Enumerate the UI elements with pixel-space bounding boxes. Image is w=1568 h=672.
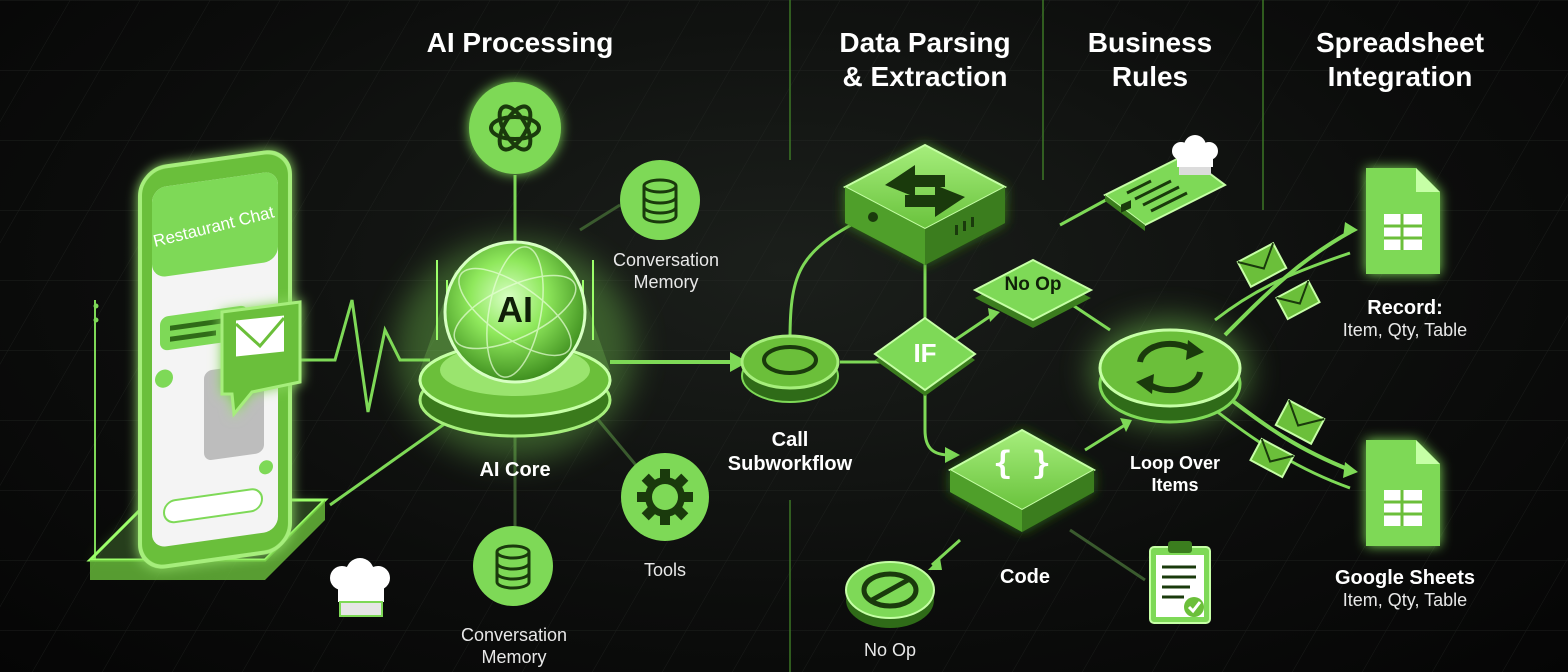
record-title: Record: <box>1367 297 1443 319</box>
menu-card-icon <box>1103 135 1227 231</box>
conversation-memory-top-label: Conversation Memory <box>596 250 736 293</box>
transfer-arrows-icon <box>885 165 965 217</box>
call-subworkflow-line2: Subworkflow <box>727 453 853 475</box>
noop-bottom-label: No Op <box>863 640 917 660</box>
record-fields: Item, Qty, Table <box>1342 320 1468 340</box>
ai-orb <box>443 240 587 384</box>
code-label: Code <box>1000 566 1050 588</box>
header-data-parsing: Data Parsing & Extraction <box>800 26 1050 93</box>
google-sheets-label: Google Sheets Item, Qty, Table <box>1310 566 1500 612</box>
header-spreadsheet-line1: Spreadsheet <box>1315 27 1485 58</box>
restaurant-chat-phone: Restaurant Chat <box>86 150 329 580</box>
code-glyph: { } <box>993 444 1051 482</box>
record-label: Record: Item, Qty, Table <box>1320 296 1490 342</box>
if-node-label: IF <box>913 338 937 368</box>
call-subworkflow-label: Call Subworkflow <box>715 428 865 476</box>
loop-over-items-line2: Items <box>1151 474 1199 495</box>
header-data-parsing-line2: & Extraction <box>842 60 1008 92</box>
conversation-memory-bottom-line2: Memory <box>481 646 547 667</box>
clipboard-check-icon <box>1149 541 1211 624</box>
noop-top-label: No Op <box>1004 274 1062 295</box>
header-business-rules: Business Rules <box>1070 26 1230 93</box>
header-spreadsheet-line2: Integration <box>1327 60 1473 92</box>
call-subworkflow-line1: Call <box>771 429 809 451</box>
if-node <box>873 316 977 396</box>
no-entry-icon <box>845 561 935 628</box>
header-spreadsheet-integration: Spreadsheet Integration <box>1290 26 1510 93</box>
header-business-rules-line1: Business <box>1087 27 1213 58</box>
ai-core-label: AI Core <box>479 459 551 481</box>
openai-logo-icon <box>469 82 561 174</box>
arrowheads <box>730 222 1358 570</box>
code-node <box>947 428 1097 532</box>
transfer-arrows-node <box>842 143 1008 265</box>
header-data-parsing-line1: Data Parsing <box>839 27 1011 58</box>
database-icon-top <box>620 160 700 240</box>
gear-icon <box>621 453 709 541</box>
conversation-memory-bottom-label: Conversation Memory <box>444 625 584 668</box>
chef-hat-icon-small <box>1172 135 1218 175</box>
google-sheets-fields: Item, Qty, Table <box>1342 590 1468 610</box>
conversation-memory-top-line1: Conversation <box>612 250 720 270</box>
database-icon-bottom <box>473 526 553 606</box>
envelope-icon <box>220 300 302 418</box>
conversation-memory-bottom-line1: Conversation <box>460 625 568 645</box>
loop-over-items-line1: Loop Over <box>1129 453 1220 473</box>
header-business-rules-line2: Rules <box>1111 60 1189 92</box>
noop-node-top <box>972 258 1094 328</box>
tools-label: Tools <box>643 560 687 580</box>
header-ai-processing: AI Processing <box>426 27 614 58</box>
loop-over-items-node <box>1092 320 1248 424</box>
ai-core <box>395 240 635 460</box>
spreadsheet-icon-record <box>1366 168 1440 274</box>
chef-hat-icon <box>330 558 390 617</box>
loop-over-items-label: Loop Over Items <box>1110 453 1240 496</box>
conversation-memory-top-line2: Memory <box>633 271 699 292</box>
envelope-icons-flight <box>1236 241 1326 479</box>
google-sheets-title: Google Sheets <box>1334 567 1476 589</box>
section-dividers <box>789 0 1264 672</box>
spreadsheet-icon-google-sheets <box>1366 440 1440 546</box>
ai-core-badge: AI <box>497 289 533 330</box>
call-subworkflow-node <box>740 334 840 403</box>
